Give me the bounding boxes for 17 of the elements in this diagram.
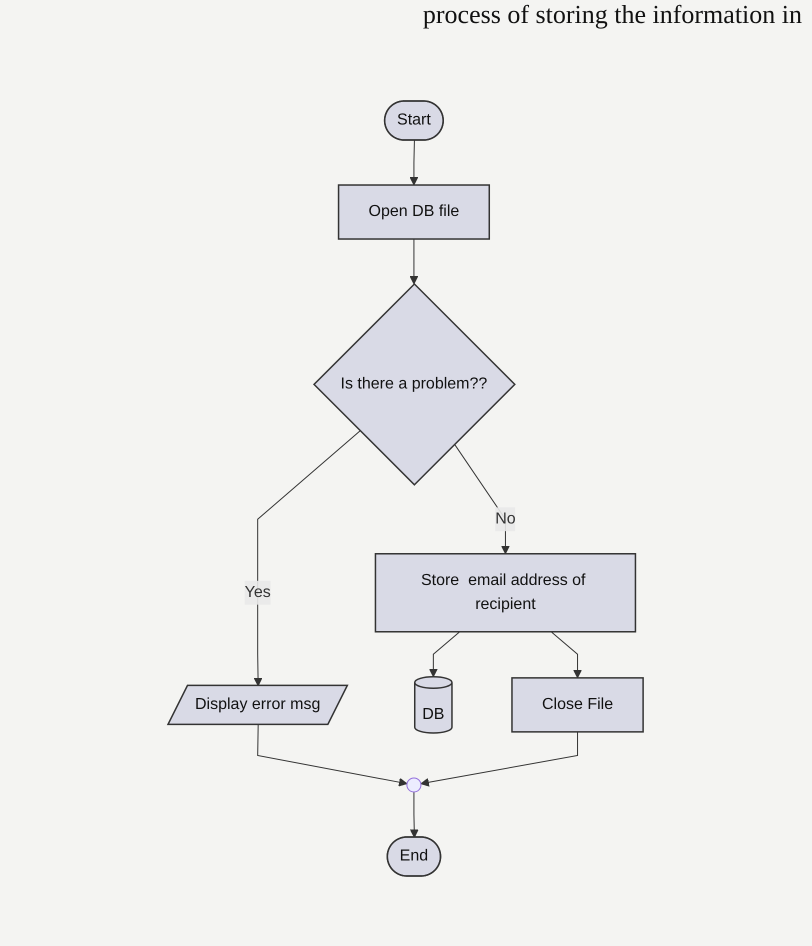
arrow — [410, 140, 419, 186]
arrow — [429, 631, 461, 678]
arrow — [254, 430, 361, 686]
node-diamond: Is there a problem?? — [313, 282, 516, 486]
arrow — [420, 731, 578, 787]
edge-label: No — [496, 510, 516, 528]
node-circle — [406, 777, 422, 792]
node-box: Store email address of recipient — [375, 553, 637, 633]
arrow — [258, 724, 408, 787]
node-box: Open DB file — [338, 184, 490, 240]
arrow — [410, 791, 420, 838]
node-box: Close File — [512, 677, 644, 733]
arrow — [454, 444, 510, 554]
arrow — [551, 631, 582, 678]
edge-label: Yes — [245, 584, 272, 601]
arrow — [410, 238, 419, 284]
cut-off-text: process of storing the information in — [422, 0, 802, 29]
